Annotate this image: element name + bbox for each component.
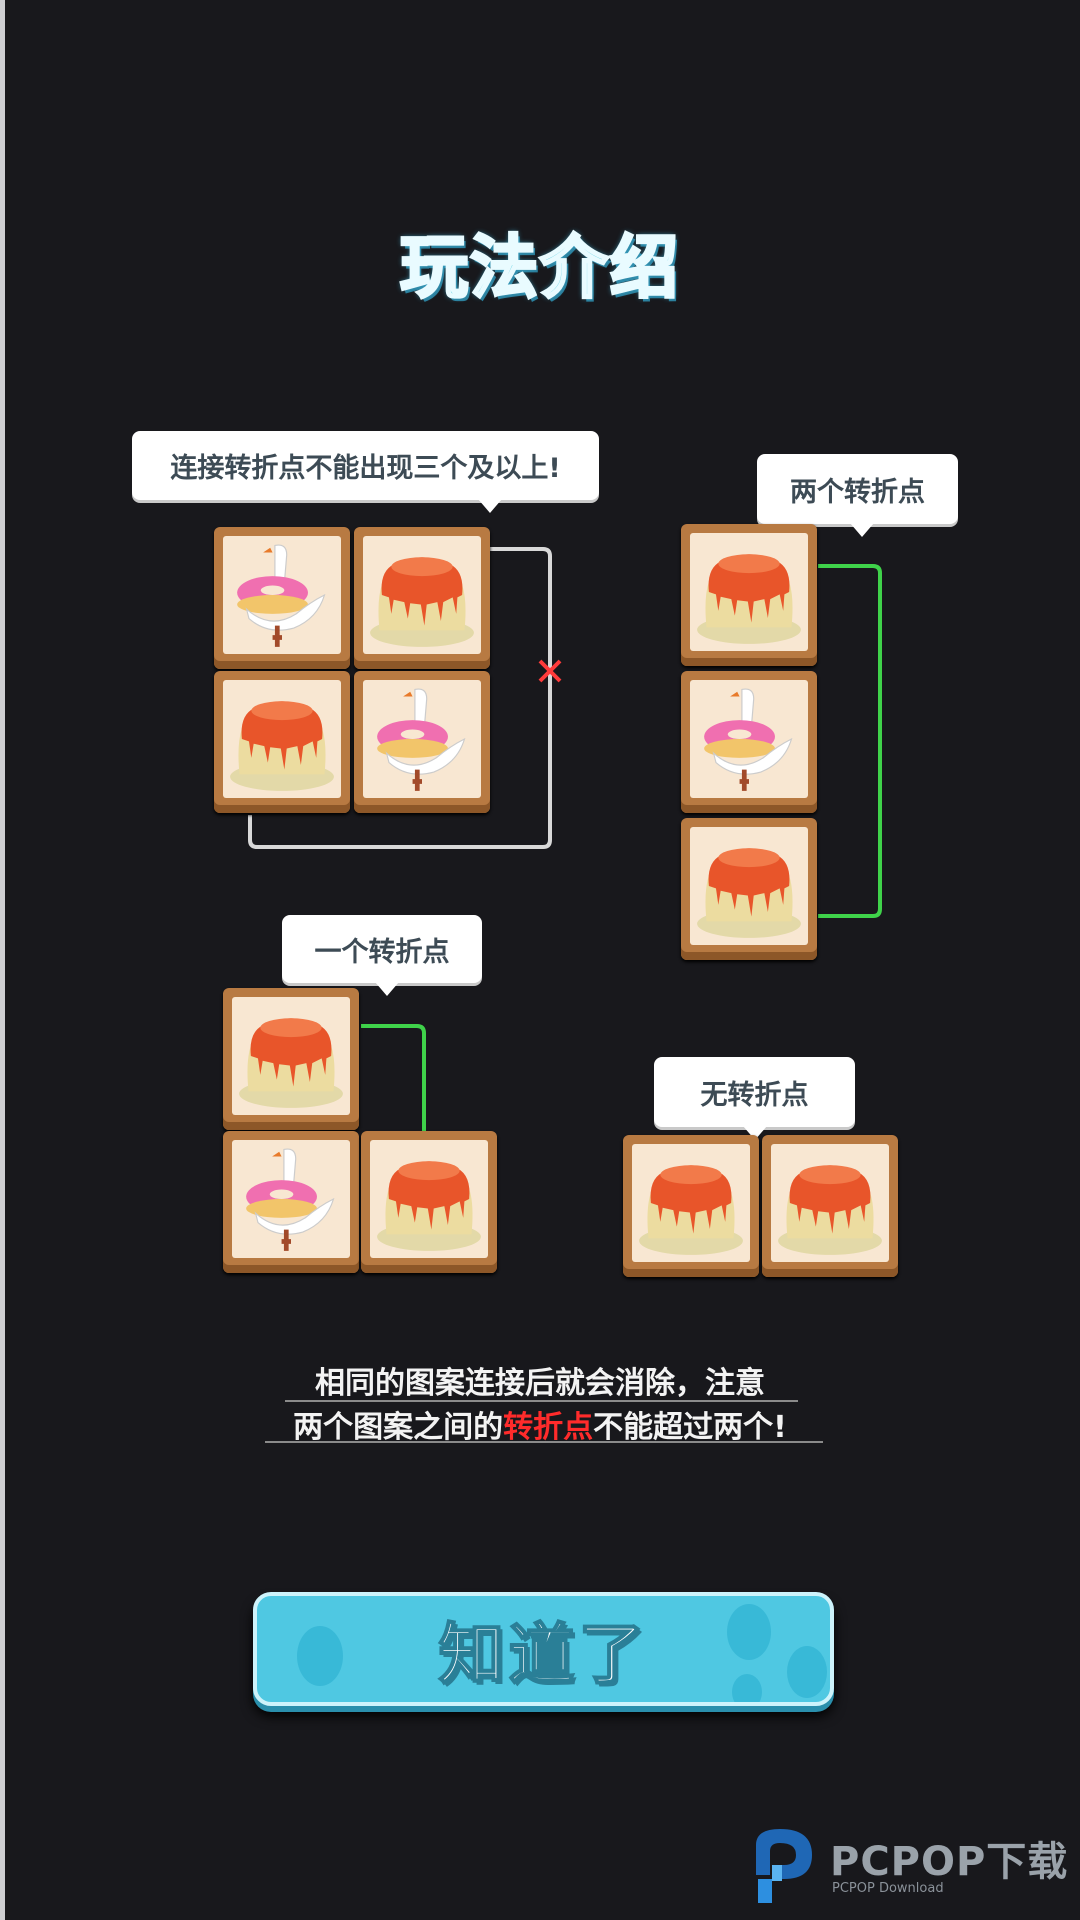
one-turn-path-line [361, 1024, 426, 1131]
paw-print-decoration-icon [787, 1646, 827, 1698]
tile-flan [681, 818, 817, 960]
flan-icon [690, 827, 808, 945]
invalid-path-line [248, 547, 552, 849]
tile-goose [214, 527, 350, 669]
watermark-logo: PCPOP下载 PCPOP Download [750, 1825, 1080, 1907]
watermark-subtitle: PCPOP Download [832, 1881, 944, 1896]
tile-goose [354, 671, 490, 813]
underline [265, 1441, 823, 1443]
rule-line-1: 相同的图案连接后就会消除，注意 [315, 1366, 765, 1401]
rule-text-prefix: 两个图案之间的 [293, 1410, 504, 1445]
tile-flan [361, 1131, 497, 1273]
watermark-brand: PCPOP下载 [830, 1839, 1069, 1885]
confirm-button-label: 知道了 [438, 1615, 649, 1694]
flan-icon [363, 536, 481, 654]
tile-flan [681, 524, 817, 666]
flan-icon [223, 680, 341, 798]
two-turn-path-line [818, 564, 882, 918]
confirm-button[interactable]: 知道了 [253, 1592, 834, 1706]
paw-print-decoration-icon [732, 1674, 762, 1702]
caption-text: 一个转折点 [314, 936, 450, 968]
underline [285, 1400, 798, 1402]
tile-goose [681, 671, 817, 813]
flan-icon [232, 997, 350, 1115]
caption-bubble-one-turn: 一个转折点 [282, 915, 482, 996]
flan-icon [690, 533, 808, 651]
screen-edge [0, 0, 5, 1920]
tile-flan [623, 1135, 759, 1277]
caption-bubble-two-turns: 两个转折点 [757, 454, 958, 537]
goose-donut-icon [223, 536, 341, 654]
tile-flan [223, 988, 359, 1130]
goose-donut-icon [690, 680, 808, 798]
flan-icon [370, 1140, 488, 1258]
cross-mark-icon [538, 659, 562, 683]
caption-bubble-no-turn: 无转折点 [654, 1057, 855, 1140]
goose-donut-icon [232, 1140, 350, 1258]
tile-flan [354, 527, 490, 669]
caption-text: 无转折点 [700, 1079, 809, 1111]
tile-flan [762, 1135, 898, 1277]
paw-print-decoration-icon [297, 1626, 343, 1686]
tile-goose [223, 1131, 359, 1273]
goose-donut-icon [363, 680, 481, 798]
rule-text-highlight: 转折点 [503, 1410, 594, 1445]
tile-flan [214, 671, 350, 813]
page-title: 玩法介绍 [398, 228, 680, 310]
pcpop-logo-icon [756, 1829, 812, 1903]
caption-bubble-invalid: 连接转折点不能出现三个及以上! [132, 431, 599, 513]
flan-icon [632, 1144, 750, 1262]
rule-line-2: 两个图案之间的转折点不能超过两个! [0, 1402, 1080, 1446]
caption-text: 两个转折点 [790, 476, 925, 508]
flan-icon [771, 1144, 889, 1262]
paw-print-decoration-icon [727, 1604, 771, 1660]
rule-text-suffix: 不能超过两个! [593, 1410, 787, 1445]
caption-text: 连接转折点不能出现三个及以上! [170, 453, 561, 484]
